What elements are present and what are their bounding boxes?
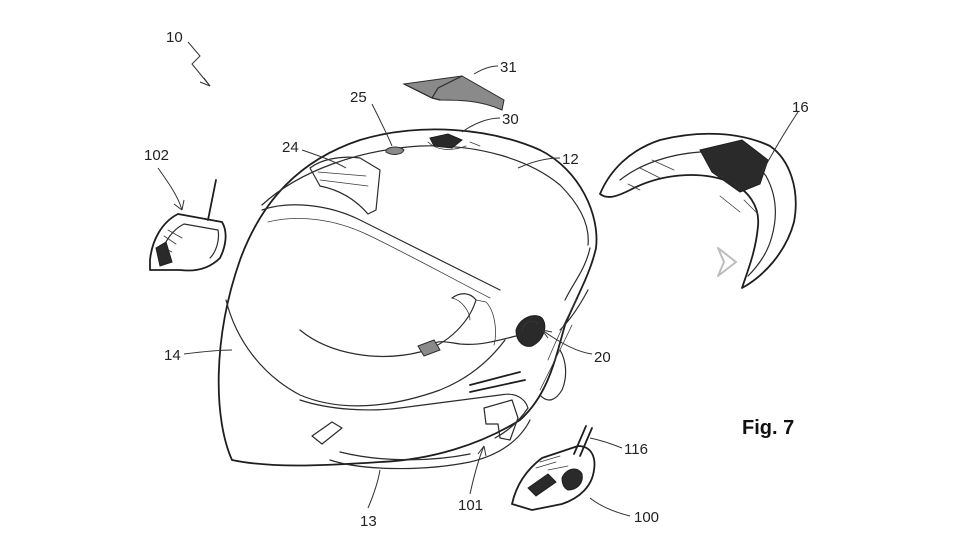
helmet-shell-rim [261,145,589,246]
label-25: 25 [350,89,367,106]
leader-116 [589,437,623,449]
label-116: 116 [624,441,648,458]
opening-25 [385,146,405,155]
module-100-ribs [535,455,569,471]
label-20: 20 [594,349,611,366]
leader-13 [367,469,381,509]
rear-spoiler-16 [599,132,797,289]
label-101: 101 [458,497,483,514]
chevron-right-icon[interactable] [708,240,748,284]
leader-102-arrow [173,199,185,211]
figure-caption: Fig. 7 [742,417,794,439]
helmet-shell-outline [217,128,598,467]
rear-flap [539,349,567,401]
cover-31-edge [403,75,463,101]
leader-101-arrow [477,445,487,457]
speaker-ring [521,320,539,331]
leader-20-arrow [541,329,553,339]
cover-31-body [402,75,505,111]
label-102: 102 [144,147,169,164]
leader-31 [473,65,499,75]
eyeport-inner-detail [451,297,496,346]
leader-100 [589,497,631,517]
module-102 [149,179,227,272]
side-panel-curve [559,247,591,331]
control-module-100 [511,425,596,511]
module-100-body [511,445,596,511]
label-10: 10 [166,29,183,46]
chin-vent [311,421,343,445]
spoiler-insert [699,139,769,193]
spoiler-details [627,159,759,215]
leader-25 [371,103,393,147]
label-14: 14 [164,347,181,364]
leader-12 [517,157,561,169]
spoiler-outer [599,132,797,289]
chin-dark-stripe [469,371,526,393]
leader-20 [541,329,593,355]
antenna-116 [573,425,593,457]
label-16: 16 [792,99,809,116]
module-102-antenna [207,179,217,221]
leader-24 [301,149,347,169]
visor-top-edge [261,204,501,291]
chin-guard-13 [329,419,531,470]
label-13: 13 [360,513,377,530]
leader-30 [461,117,501,133]
leader-10-arrow [199,77,211,87]
connector-plug [417,339,441,357]
helmet-assembly [217,128,598,470]
mount-30 [429,133,463,149]
top-vent-24-slats [317,171,369,187]
leader-lines [157,41,799,517]
label-24: 24 [282,139,299,156]
leader-14 [183,349,233,355]
top-vent-24 [309,156,381,215]
eyeport-contour [299,293,477,357]
module-100-knob [561,468,583,491]
reference-labels: 10 31 25 30 24 12 16 102 14 20 116 101 1… [144,29,809,530]
module-102-plate [155,241,173,267]
label-100: 100 [634,509,659,526]
speaker-cable [431,335,517,345]
visor-band-inner [267,218,491,299]
leader-102 [157,167,183,211]
label-30: 30 [502,111,519,128]
leader-101 [469,445,485,495]
side-panel-lines [539,299,577,391]
cover-31 [402,75,505,111]
label-31: 31 [500,59,517,76]
mount-30-base [427,141,481,150]
label-12: 12 [562,151,579,168]
communication-unit [417,315,546,357]
leader-10 [187,41,211,87]
visor-lower-edge [225,299,506,407]
module-100-face [527,473,557,497]
slot-101 [483,399,519,441]
chin-panel [299,393,529,439]
leader-16 [759,111,799,177]
speaker-pod [515,315,546,347]
module-102-body [149,213,227,272]
chevron-right-shape [717,247,737,277]
